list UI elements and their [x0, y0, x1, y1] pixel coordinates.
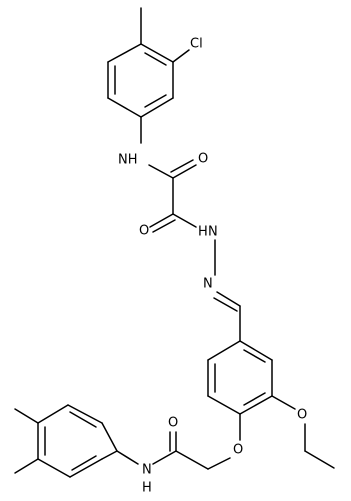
middle-aryl-ring: [207, 340, 273, 415]
hydrazide-h-label: H: [198, 225, 208, 240]
aryloxy-oxygen: O: [233, 443, 243, 458]
imine-n-label: N: [203, 277, 213, 292]
carbonyl-nh-bottom-bond: [152, 450, 177, 465]
carbonyl-oxygen-2: O: [139, 224, 149, 239]
carbonyl-nh-bond: [172, 213, 197, 228]
ethoxy-o-bond: [271, 395, 296, 410]
ethoxy-oxygen: O: [297, 408, 307, 423]
carbonyl-oxygen-1: O: [198, 152, 208, 167]
amide-nh-top-label: NH: [118, 153, 138, 168]
top-aryl-ring: [107, 43, 174, 118]
och2-bond: [207, 457, 231, 470]
methyl-bond-para: [14, 408, 39, 424]
amide-oxygen: O: [168, 416, 178, 431]
nh-carbonyl-bond: [148, 164, 174, 179]
chlorine-label: Cl: [190, 37, 203, 52]
methyl-bond-meta: [14, 458, 39, 474]
carbonyl-2-double-bond: [149, 213, 174, 228]
imine-double-bond: [216, 291, 241, 307]
carbonyl-1-double-bond: [172, 164, 197, 179]
ethoxy-ch3-bond: [304, 450, 335, 469]
amide-n-bottom-label: N: [142, 463, 152, 478]
amide-h-bottom-label: H: [142, 481, 152, 496]
chloro-bond: [172, 49, 190, 63]
hydrazide-n-label: N: [208, 225, 218, 240]
bottom-aryl-ring: [37, 404, 118, 478]
nh-aryl-bottom-bond: [116, 450, 139, 465]
ch2-carbonyl-bond: [175, 450, 209, 470]
